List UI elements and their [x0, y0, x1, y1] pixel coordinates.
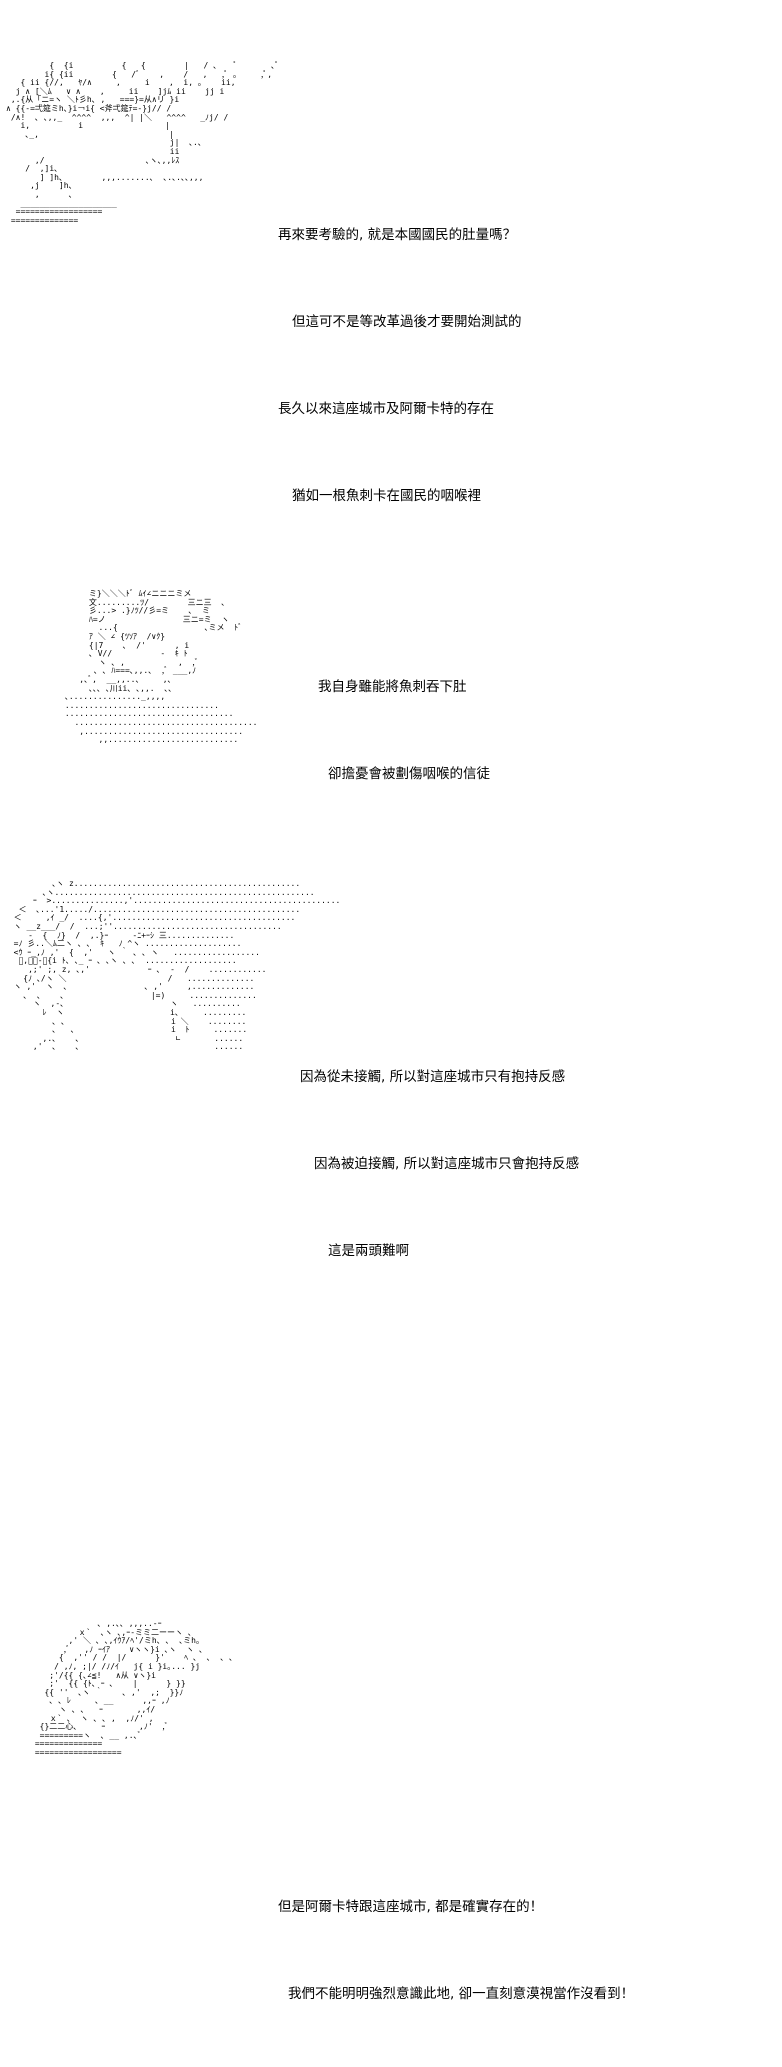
dialog-line: 我自身雖能將魚刺吞下肚	[318, 679, 467, 695]
dialog-block-4: 但是阿爾卡特跟這座城市, 都是確實存在的！ 我們不能明明強烈意識此地, 卻一直刻…	[278, 1835, 634, 2067]
ascii-art-face-man-with-glasses: { {i { { | / ､ ﾟ ､ﾟ i{ {ii { /ﾞ , / , ,ﾟ…	[6, 61, 280, 225]
aa-story-page: { {i { { | / ､ ﾟ ､ﾟ i{ {ii { /ﾞ , / , ,ﾟ…	[0, 0, 782, 2002]
dialog-line: 這是兩頭難啊	[328, 1243, 409, 1259]
ascii-art-figure-pointing: ､ヽ z....................................…	[13, 879, 341, 1052]
dialog-line: 卻擔憂會被劃傷咽喉的信徒	[328, 766, 490, 782]
panel-3: ､ヽ z....................................…	[0, 860, 782, 1420]
dialog-block-1: 再來要考驗的, 就是本國國民的肚量嗎？ 但這可不是等改革過後才要開始測試的 長久…	[278, 163, 522, 569]
ascii-art-face-closeup: ､ ,.､､ ,,,..-ｰ ｘ` ､ヽ ､,ｰ-ミミ二ーーヽ ､ ,' ＼ ､…	[34, 1619, 234, 1757]
dialog-line: 長久以來這座城市及阿爾卡特的存在	[278, 401, 494, 417]
ascii-art-figure-seated: ミ}＼＼＼ﾄﾞ ﾑｲ∠ニニニミメ 文.........ﾂ/ 三ニ三 ､ 彡...…	[64, 589, 258, 745]
dialog-line: 猶如一根魚刺卡在國民的咽喉裡	[292, 488, 481, 504]
dialog-line: 我們不能明明強烈意識此地, 卻一直刻意漠視當作沒看到！	[288, 1986, 635, 2002]
panel-2: ミ}＼＼＼ﾄﾞ ﾑｲ∠ニニニミメ 文.........ﾂ/ 三ニ三 ､ 彡...…	[0, 430, 782, 860]
panel-1: { {i { { | / ､ ﾟ ､ﾟ i{ {ii { /ﾞ , / , ,ﾟ…	[0, 0, 782, 504]
dialog-block-2: 我自身雖能將魚刺吞下肚 卻擔憂會被劃傷咽喉的信徒	[318, 615, 490, 847]
dialog-line: 但是阿爾卡特跟這座城市, 都是確實存在的！	[278, 1899, 544, 1915]
dialog-line: 再來要考驗的, 就是本國國民的肚量嗎？	[278, 227, 517, 243]
panel-4: ､ ,.､､ ,,,..-ｰ ｘ` ､ヽ ､,ｰ-ミミ二ーーヽ ､ ,' ＼ ､…	[0, 1420, 782, 2002]
dialog-block-3: 因為從未接觸, 所以對這座城市只有抱持反感 因為被迫接觸, 所以對這座城市只會抱…	[300, 1005, 579, 1324]
dialog-line: 因為被迫接觸, 所以對這座城市只會抱持反感	[314, 1156, 580, 1172]
dialog-line: 但這可不是等改革過後才要開始測試的	[292, 314, 522, 330]
dialog-line: 因為從未接觸, 所以對這座城市只有抱持反感	[300, 1069, 566, 1085]
